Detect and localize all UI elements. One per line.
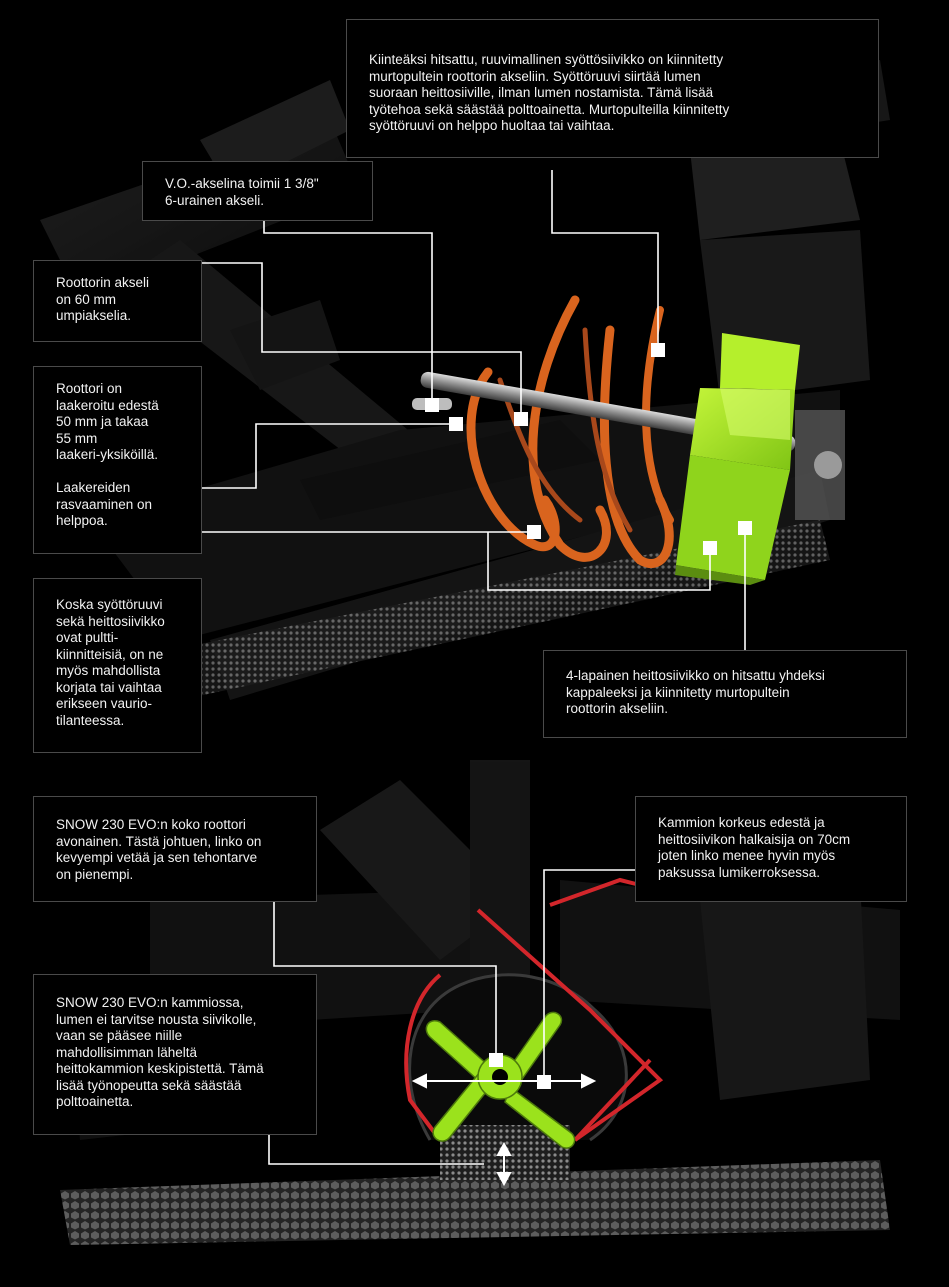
bottom-mesh-skid: [60, 1160, 890, 1245]
feed-auger: [466, 295, 674, 568]
diameter-arrow: [411, 1073, 597, 1089]
impeller-front-view: [425, 1011, 576, 1149]
scraper-bar: [170, 520, 830, 700]
leader-lines: [201, 170, 746, 1165]
callout-impeller: 4-lapainen heittosiivikko on hitsattu yh…: [543, 650, 907, 738]
callout-open-rotor: SNOW 230 EVO:n koko roottori avonainen. …: [33, 796, 317, 902]
callout-pto-shaft: V.O.-akselina toimii 1 3/8" 6-urainen ak…: [142, 161, 373, 221]
bottom-ghost-frame: [70, 760, 900, 1140]
callout-rotor-shaft: Roottorin akseli on 60 mm umpiakselia.: [33, 260, 202, 342]
callout-chamber-flow: SNOW 230 EVO:n kammiossa, lumen ei tarvi…: [33, 974, 317, 1135]
height-arrow: [496, 1141, 512, 1187]
callout-feed-screw: Kiinteäksi hitsattu, ruuvimallinen syött…: [346, 19, 879, 158]
callout-markers: [425, 343, 752, 1089]
callout-bearings: Roottori on laakeroitu edestä 50 mm ja t…: [33, 366, 202, 554]
callout-chamber-height: Kammion korkeus edestä ja heittosiivikon…: [635, 796, 907, 902]
callout-bolted-parts: Koska syöttöruuvi sekä heittosiivikko ov…: [33, 578, 202, 753]
